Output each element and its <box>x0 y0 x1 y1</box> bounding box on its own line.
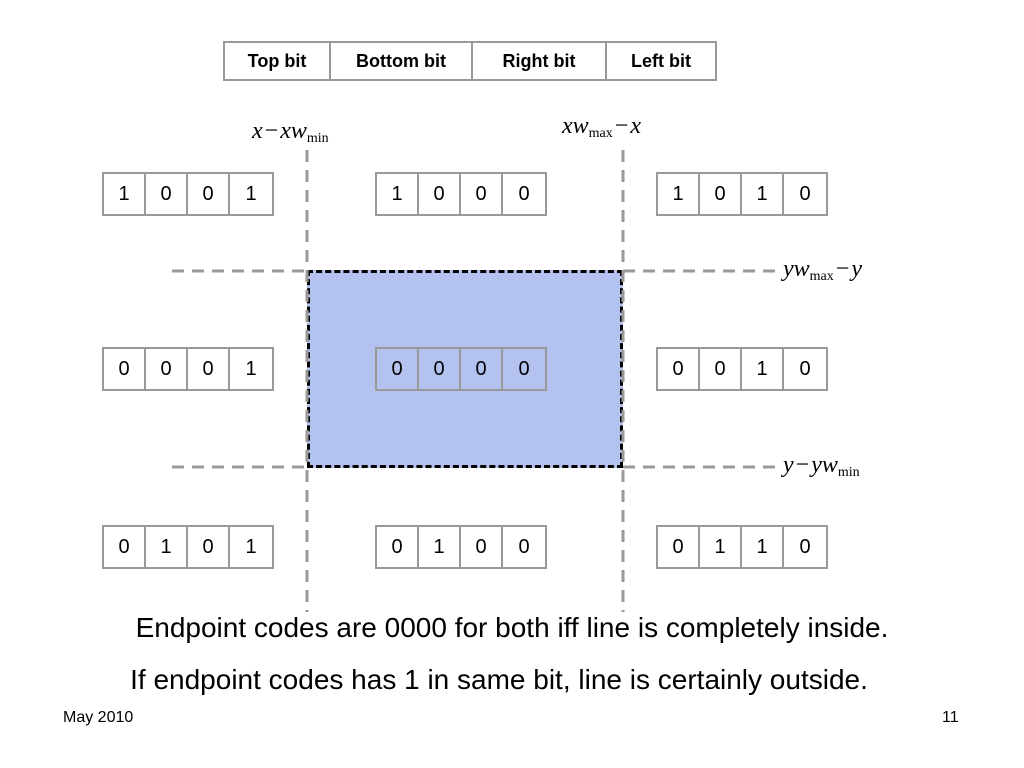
bit-left: 1 <box>245 535 257 558</box>
outcode-middle-left: 0 0 0 1 <box>102 347 274 391</box>
bit-left: 0 <box>518 535 530 558</box>
outcode-bottom-center: 0 1 0 0 <box>375 525 547 569</box>
bit-top: 0 <box>104 349 146 389</box>
bit-right: 1 <box>742 349 784 389</box>
bit-order-table: Top bit Bottom bit Right bit Left bit <box>223 41 717 81</box>
label-y-minus-ywmin: y−ywmin <box>783 452 860 481</box>
label-var: y <box>851 256 862 282</box>
bit-left: 0 <box>799 535 811 558</box>
bit-bottom: 0 <box>419 349 461 389</box>
bit-right: 0 <box>461 174 503 214</box>
label-op: − <box>264 118 279 144</box>
label-var: x <box>252 118 263 144</box>
bit-bottom: 1 <box>419 527 461 567</box>
label-term: xw <box>280 118 307 144</box>
bit-right: 0 <box>188 174 230 214</box>
label-term: xw <box>562 113 589 139</box>
label-x-minus-xwmin: x−xwmin <box>252 118 329 147</box>
explanation-line-2: If endpoint codes has 1 in same bit, lin… <box>130 664 868 695</box>
bit-top: 1 <box>104 174 146 214</box>
bit-bottom: 0 <box>146 349 188 389</box>
label-op: − <box>614 113 629 139</box>
bit-top: 0 <box>658 349 700 389</box>
bit-top: 0 <box>658 527 700 567</box>
header-right-bit: Right bit <box>473 43 607 79</box>
bit-left: 0 <box>518 182 530 205</box>
bit-left: 1 <box>245 357 257 380</box>
label-xwmax-minus-x: xwmax−x <box>562 113 641 142</box>
outcode-bottom-right: 0 1 1 0 <box>656 525 828 569</box>
outcode-middle-right: 0 0 1 0 <box>656 347 828 391</box>
bit-left: 0 <box>799 182 811 205</box>
outcode-top-left: 1 0 0 1 <box>102 172 274 216</box>
label-term: yw <box>811 452 838 478</box>
bit-bottom: 0 <box>419 174 461 214</box>
bit-top: 1 <box>377 174 419 214</box>
bit-right: 0 <box>188 527 230 567</box>
bit-left: 1 <box>245 182 257 205</box>
bit-right: 1 <box>742 174 784 214</box>
bit-bottom: 1 <box>146 527 188 567</box>
bit-bottom: 0 <box>700 174 742 214</box>
bit-left: 0 <box>518 357 530 380</box>
clipping-window <box>307 270 623 468</box>
header-bottom-bit: Bottom bit <box>331 43 473 79</box>
bit-left: 0 <box>799 357 811 380</box>
label-ywmax-minus-y: ywmax−y <box>783 256 862 285</box>
bit-top: 0 <box>377 527 419 567</box>
explanation-line-1: Endpoint codes are 0000 for both iff lin… <box>135 612 889 643</box>
bit-top: 0 <box>377 349 419 389</box>
label-sub: min <box>306 131 329 146</box>
bit-right: 0 <box>461 349 503 389</box>
outcode-bottom-left: 0 1 0 1 <box>102 525 274 569</box>
bit-top: 1 <box>658 174 700 214</box>
bit-top: 0 <box>104 527 146 567</box>
label-var: y <box>783 452 794 478</box>
label-op: − <box>795 452 810 478</box>
label-sub: max <box>588 126 613 141</box>
bit-right: 0 <box>461 527 503 567</box>
outcode-top-right: 1 0 1 0 <box>656 172 828 216</box>
bit-right: 1 <box>742 527 784 567</box>
label-sub: min <box>837 465 860 480</box>
page-number: 11 <box>942 709 959 726</box>
label-var: x <box>630 113 641 139</box>
footer-date: May 2010 <box>63 709 134 726</box>
bit-bottom: 0 <box>146 174 188 214</box>
header-left-bit: Left bit <box>631 50 691 71</box>
header-top-bit: Top bit <box>225 43 331 79</box>
label-op: − <box>835 256 850 282</box>
bit-bottom: 0 <box>700 349 742 389</box>
bit-bottom: 1 <box>700 527 742 567</box>
outcode-top-center: 1 0 0 0 <box>375 172 547 216</box>
label-sub: max <box>809 269 834 284</box>
outcode-middle-center: 0 0 0 0 <box>375 347 547 391</box>
label-term: yw <box>783 256 810 282</box>
bit-right: 0 <box>188 349 230 389</box>
